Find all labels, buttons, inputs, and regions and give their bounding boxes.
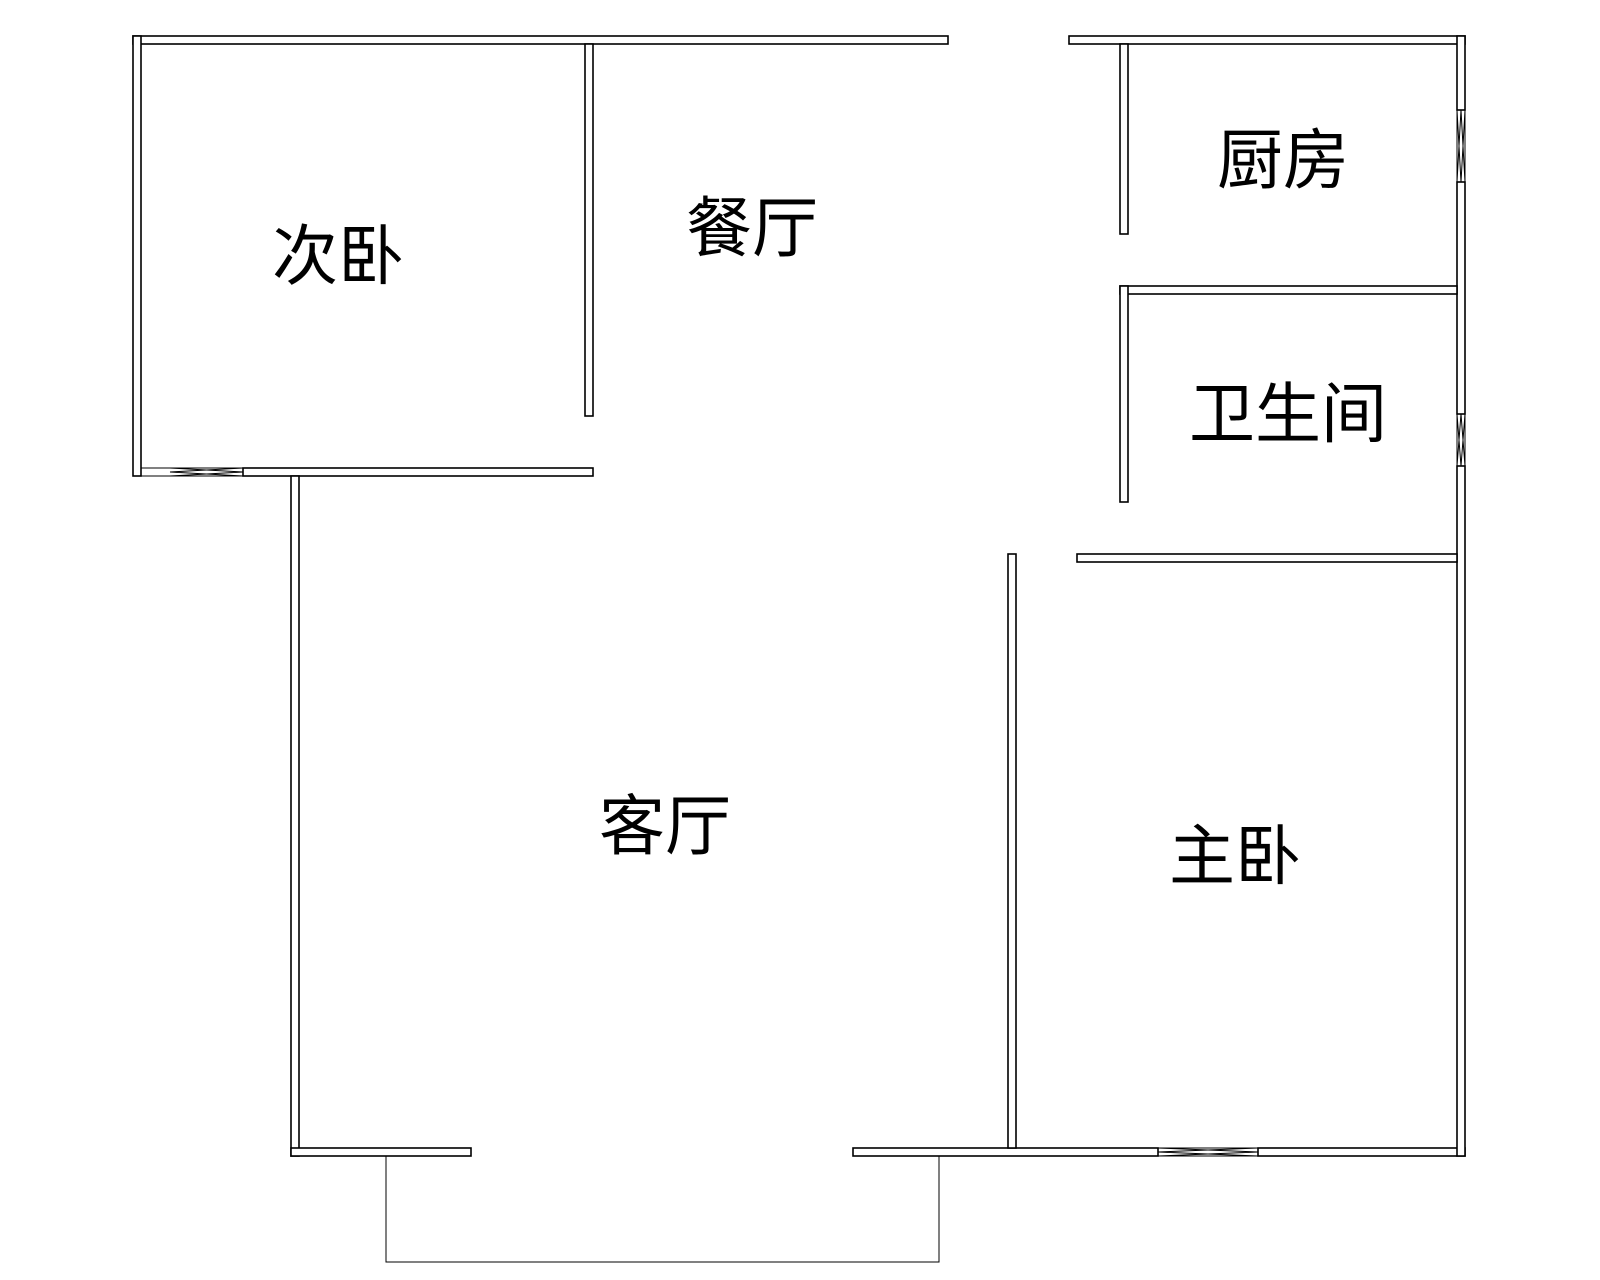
window-kitchen — [1456, 109, 1466, 183]
window-bathroom — [1456, 413, 1466, 467]
room-label-second-bedroom: 次卧 — [272, 218, 404, 295]
wall-bathroom-left — [1119, 285, 1129, 503]
room-label-living: 客厅 — [599, 788, 731, 865]
window-bathroom-mark-2 — [1456, 413, 1466, 467]
room-labels: 次卧 餐厅 厨房 卫生间 客厅 主卧 — [272, 122, 1387, 895]
room-label-master-bedroom: 主卧 — [1169, 818, 1301, 895]
window-master-bedroom-mark-2 — [1157, 1147, 1259, 1157]
wall-kitchen-left — [1119, 43, 1129, 235]
wall-second-bedroom-dining — [584, 43, 594, 417]
wall-bottom-right — [852, 1147, 1159, 1157]
walls — [132, 35, 1466, 1263]
window-master-bedroom — [1157, 1147, 1259, 1157]
room-label-bathroom: 卫生间 — [1189, 376, 1387, 453]
wall-living-bottom-left — [290, 1147, 472, 1157]
window-kitchen-mark-2 — [1456, 109, 1466, 183]
window-bathroom-mark — [1456, 413, 1466, 467]
wall-living-master — [1007, 553, 1017, 1149]
wall-top-right — [1068, 35, 1466, 45]
wall-master-top — [1076, 553, 1458, 563]
windows — [140, 109, 1466, 1157]
balcony-outline — [385, 1156, 940, 1263]
window-second-bedroom-mark-2 — [169, 467, 244, 477]
wall-living-left — [290, 475, 300, 1157]
wall-right-bottom — [1456, 465, 1466, 1157]
wall-second-bedroom-left — [132, 35, 142, 477]
wall-top-left — [132, 35, 949, 45]
window-second-bedroom-mark — [169, 467, 244, 477]
window-kitchen-mark — [1456, 109, 1466, 183]
room-label-dining: 餐厅 — [686, 190, 818, 267]
wall-right-middle — [1456, 181, 1466, 415]
wall-master-bottom-right — [1257, 1147, 1466, 1157]
wall-bathroom-top — [1119, 285, 1458, 295]
wall-second-bedroom-bottom — [242, 467, 594, 477]
room-label-kitchen: 厨房 — [1217, 122, 1349, 199]
wall-right-top — [1456, 35, 1466, 111]
window-master-bedroom-mark — [1157, 1147, 1259, 1157]
